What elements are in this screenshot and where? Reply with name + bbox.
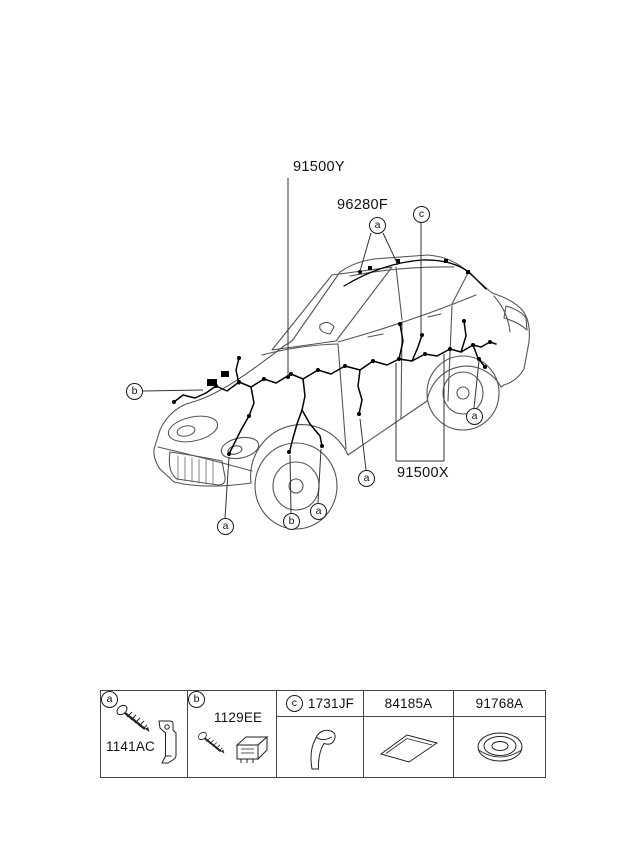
leader-floor-front-a: [224, 456, 230, 519]
callout-a-floor-front: a: [217, 518, 234, 535]
box-bracket-icon: [235, 735, 269, 763]
legend-header-84185A: 84185A: [364, 691, 453, 717]
car-illustration: [153, 254, 530, 530]
leader-91500X-bracket: [395, 354, 445, 462]
part-number-1731JF: 1731JF: [307, 696, 355, 711]
front-door-seam: [337, 343, 347, 450]
bolt-icon: [198, 731, 225, 754]
trunk-seam: [493, 295, 511, 333]
leader-floor-mid-a: [317, 448, 322, 504]
callout-b: b: [188, 691, 205, 708]
car-underbody: [153, 365, 525, 487]
callout-c-roof: c: [413, 206, 430, 223]
leader-96280F-right: [382, 232, 399, 266]
callout-a: a: [101, 691, 118, 708]
legend-cell-bolt-small: a 1141AC: [101, 691, 188, 777]
pad-icon: [379, 733, 438, 763]
callout-a-floor-center: a: [358, 470, 375, 487]
leader-lines: [141, 178, 480, 519]
harness-branch-rear-door: [411, 334, 423, 362]
cowl-line: [261, 343, 339, 356]
roof-inner-line: [349, 266, 455, 277]
leader-96280F-left: [359, 232, 372, 272]
legend-cell-grommet-round: 91768A: [454, 691, 545, 777]
label-main-harness: 91500Y: [293, 159, 345, 175]
callout-b-floor-front: b: [283, 513, 300, 530]
side-mirror: [319, 321, 335, 335]
harness-connectors: [172, 259, 492, 456]
round-grommet-icon: [477, 732, 522, 761]
callout-c: c: [285, 695, 303, 712]
legend-cell-bolt-bracket: b 1129EE: [188, 691, 277, 777]
antenna-feeder-cable: [343, 259, 487, 290]
wiring-harness: [172, 259, 497, 456]
clip-bracket-icon: [158, 720, 177, 764]
harness-branch-b-pillar: [398, 323, 404, 360]
headlight-right: [220, 436, 260, 460]
callout-b-front: b: [126, 383, 143, 400]
rear-wheel: [426, 355, 500, 431]
harness-branch-center: [357, 369, 363, 415]
legend-cell-grommet-boot: c 1731JF: [277, 691, 364, 777]
door-handles: [367, 313, 442, 338]
part-number-1141AC: 1141AC: [106, 739, 155, 754]
grille-hatch: [177, 455, 214, 485]
part-number-84185A: 84185A: [384, 696, 433, 711]
tail-lamp: [503, 305, 528, 331]
b-pillar: [395, 266, 403, 321]
leader-floor-center-a: [359, 418, 367, 471]
legend-header-1731JF: c 1731JF: [277, 691, 363, 717]
harness-branch-mid-floor-2: [301, 409, 323, 447]
bumper-crease: [157, 446, 253, 472]
leader-floor-front-b: [289, 454, 292, 514]
legend-cell-pad: 84185A: [364, 691, 454, 777]
grommet-boot-icon: [310, 729, 336, 769]
callout-a-antenna: a: [369, 217, 386, 234]
harness-engine-bay: [173, 392, 207, 403]
harness-cowl-branch: [235, 357, 240, 385]
c-pillar-inner: [451, 272, 469, 305]
bolt-icon: [116, 704, 150, 732]
callout-a-floor-mid: a: [310, 503, 327, 520]
headlight-left: [167, 415, 219, 443]
harness-main-run: [205, 341, 497, 394]
windshield: [271, 266, 393, 351]
part-number-91768A: 91768A: [475, 696, 524, 711]
leader-rear-a: [473, 360, 480, 409]
label-antenna-feeder: 96280F: [337, 197, 388, 213]
front-wheel: [254, 442, 338, 530]
callout-a-rear: a: [466, 408, 483, 425]
beltline: [337, 294, 477, 343]
legend-table: a 1141AC b 1129EE: [100, 690, 546, 778]
car-outline: [159, 254, 530, 431]
part-number-1129EE: 1129EE: [214, 710, 263, 725]
harness-branch-front-floor: [228, 386, 255, 455]
harness-branch-rear-up: [460, 320, 467, 353]
leader-front-b: [141, 389, 204, 392]
legend-header-91768A: 91768A: [454, 691, 545, 717]
label-floor-harness: 91500X: [397, 465, 449, 481]
rear-door-seam: [447, 305, 453, 402]
harness-branch-mid-floor: [289, 378, 306, 451]
